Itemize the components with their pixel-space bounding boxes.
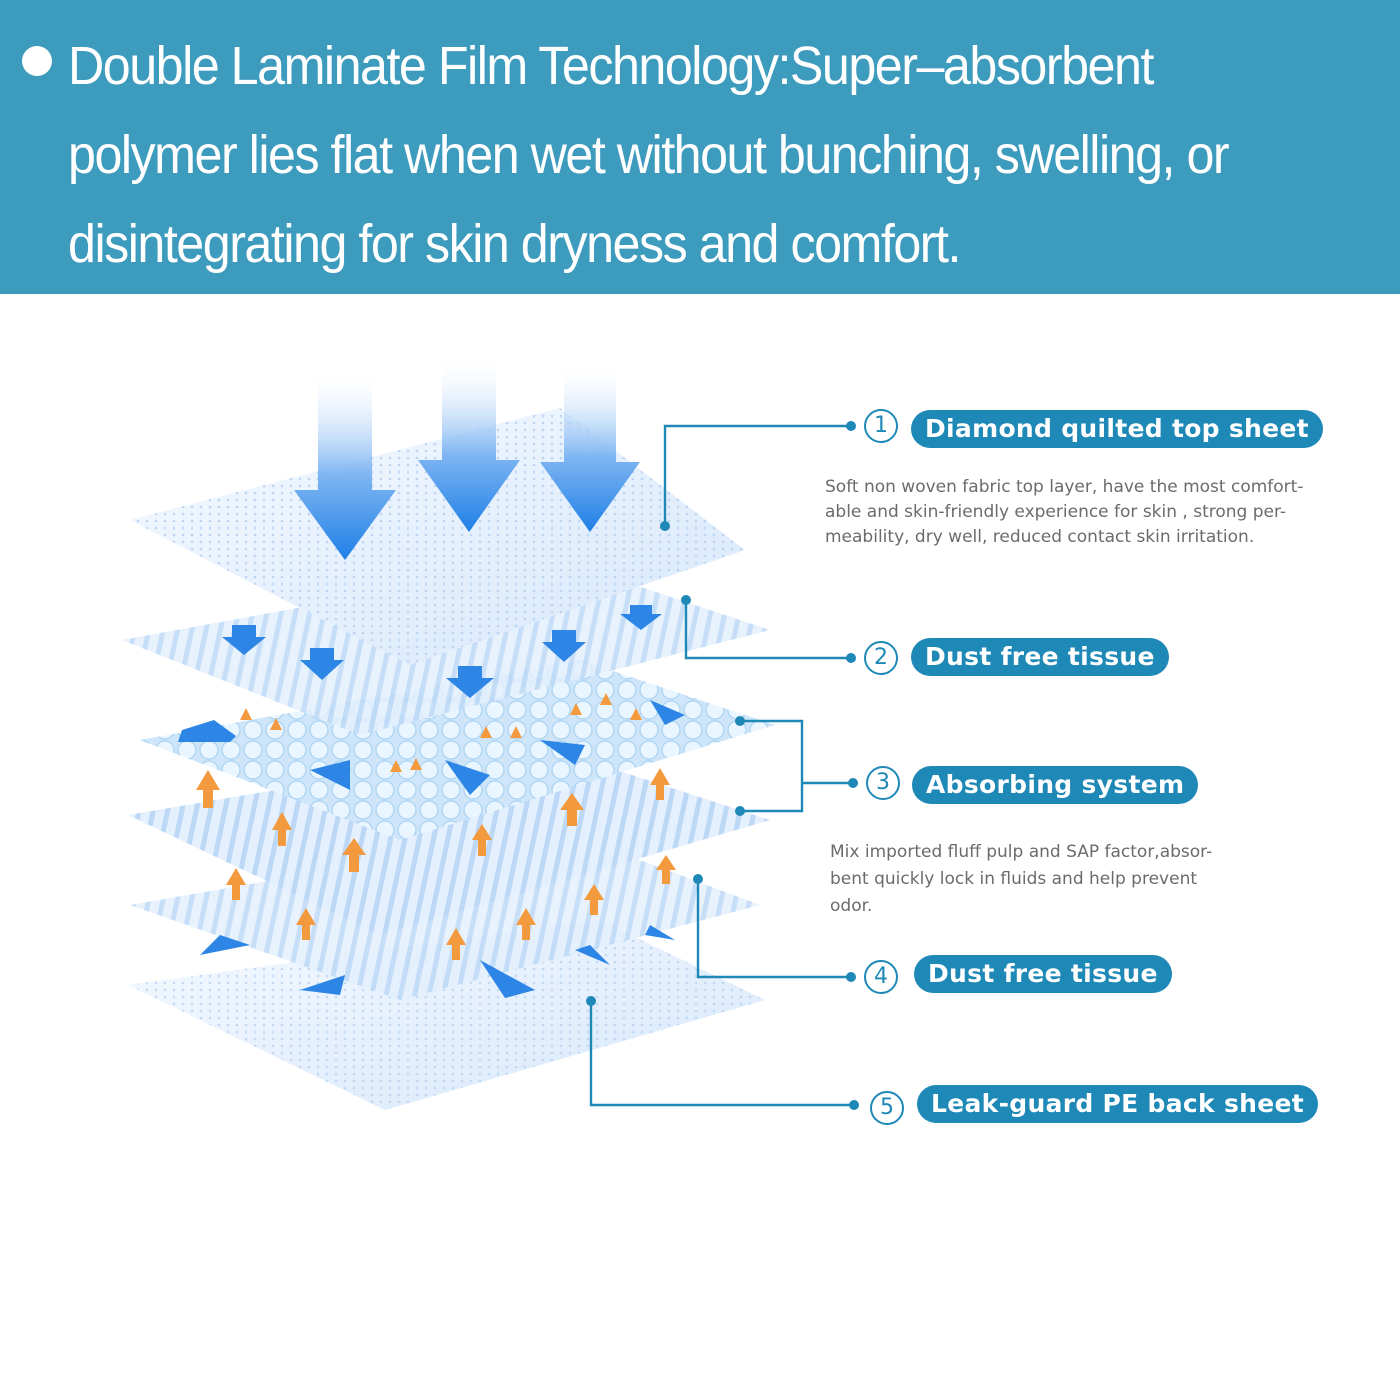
leader-line-3	[740, 719, 852, 813]
layer-1-number: 1	[864, 409, 898, 443]
leader-line-2	[684, 600, 850, 660]
layer-3-number: 3	[866, 766, 900, 800]
layer-1-description: Soft non woven fabric top layer, have th…	[825, 477, 1304, 547]
absorb-flow-arrows-icon	[178, 605, 685, 998]
layer-5-number: 5	[870, 1091, 904, 1125]
leader-line-1	[663, 424, 850, 526]
fluid-downward-arrows-icon	[294, 360, 640, 560]
banner-headline: Double Laminate Film Technology:Super–ab…	[68, 36, 1230, 274]
leader-dots	[586, 421, 859, 1110]
layer-5-label: Leak-guard PE back sheet	[917, 1085, 1319, 1123]
leader-line-5	[589, 1001, 853, 1107]
layer-1-label: Diamond quilted top sheet	[911, 410, 1323, 448]
layer-4-label: Dust free tissue	[914, 955, 1172, 993]
header-banner: Double Laminate Film Technology:Super–ab…	[0, 0, 1400, 294]
bullet-dot-icon	[22, 46, 52, 76]
layer-3-label: Absorbing system	[912, 766, 1199, 804]
leader-lines	[589, 424, 853, 1107]
layer-diagram	[122, 360, 859, 1110]
layer-2-number: 2	[864, 641, 898, 675]
layer-4-number: 4	[864, 960, 898, 994]
layer-3-description: Mix imported fluff pulp and SAP factor,a…	[830, 842, 1213, 916]
odor-lock-arrows-icon	[196, 693, 676, 960]
layer-2-label: Dust free tissue	[911, 638, 1169, 676]
leader-line-4	[696, 879, 850, 979]
